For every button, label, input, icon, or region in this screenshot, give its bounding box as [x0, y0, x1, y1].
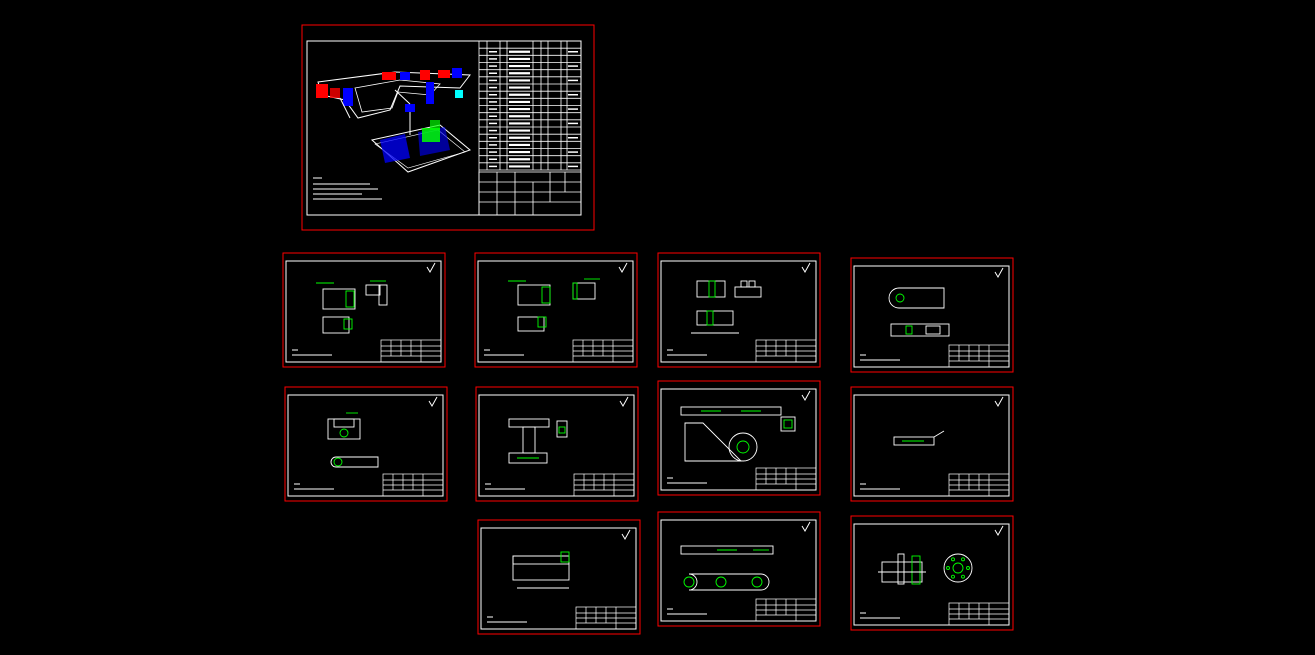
- technical-notes: [484, 349, 524, 356]
- part-geometry: [680, 406, 796, 462]
- sheet-red-frame: [284, 386, 448, 502]
- sheet-red-frame: [475, 386, 639, 502]
- part-geometry: [508, 278, 600, 332]
- surface-finish-symbol: [428, 396, 438, 407]
- sheet-white-border: [480, 527, 637, 630]
- technical-notes: [292, 349, 332, 356]
- part-geometry: [327, 412, 379, 468]
- sheet-white-border: [306, 40, 582, 216]
- surface-finish-symbol: [426, 262, 436, 273]
- sheet-white-border: [287, 394, 444, 497]
- part-sheet-9[interactable]: [477, 519, 641, 635]
- surface-finish-symbol: [618, 262, 628, 273]
- title-block: [573, 473, 635, 497]
- part-geometry: [893, 430, 945, 446]
- sheet-red-frame: [850, 386, 1014, 502]
- part-sheet-4[interactable]: [850, 257, 1014, 373]
- sheet-red-frame: [850, 515, 1014, 631]
- title-block: [948, 473, 1010, 497]
- technical-notes: [667, 349, 707, 356]
- surface-finish-symbol: [994, 396, 1004, 407]
- technical-notes: [667, 477, 707, 484]
- part-sheet-7[interactable]: [657, 380, 821, 496]
- sheet-white-border: [660, 519, 817, 622]
- technical-notes: [487, 616, 527, 623]
- sheet-red-frame: [657, 511, 821, 627]
- title-block: [948, 602, 1010, 626]
- sheet-red-frame: [474, 252, 638, 368]
- title-block: [572, 339, 634, 363]
- part-sheets-group: [282, 252, 1014, 635]
- part-sheet-8[interactable]: [850, 386, 1014, 502]
- title-block: [948, 344, 1010, 368]
- title-block: [575, 606, 637, 630]
- assembly-title-block: [478, 171, 582, 216]
- surface-finish-symbol: [801, 390, 811, 401]
- surface-finish-symbol: [619, 396, 629, 407]
- part-sheet-10[interactable]: [657, 511, 821, 627]
- technical-notes: [294, 483, 334, 490]
- sheet-white-border: [660, 388, 817, 491]
- part-sheet-2[interactable]: [474, 252, 638, 368]
- title-block: [380, 339, 442, 363]
- sheet-white-border: [853, 523, 1010, 626]
- sheet-red-frame: [657, 380, 821, 496]
- part-sheet-6[interactable]: [475, 386, 639, 502]
- technical-notes: [667, 608, 707, 615]
- sheet-white-border: [477, 260, 634, 363]
- sheet-white-border: [660, 260, 817, 363]
- assembly-technical-notes: [313, 177, 382, 200]
- title-block: [382, 473, 444, 497]
- part-geometry: [508, 418, 568, 464]
- part-geometry: [680, 545, 774, 591]
- technical-notes: [485, 483, 525, 490]
- assembly-isometric-view: [316, 68, 471, 173]
- part-geometry: [888, 287, 950, 337]
- sheet-white-border: [285, 260, 442, 363]
- part-geometry: [316, 280, 388, 334]
- sheet-red-frame: [477, 519, 641, 635]
- surface-finish-symbol: [621, 529, 631, 540]
- title-block: [755, 339, 817, 363]
- surface-finish-symbol: [801, 521, 811, 532]
- sheet-white-border: [853, 265, 1010, 368]
- part-sheet-5[interactable]: [284, 386, 448, 502]
- part-geometry: [512, 551, 570, 589]
- part-geometry: [878, 553, 973, 585]
- assembly-drawing-sheet[interactable]: [301, 24, 595, 231]
- sheet-red-frame: [282, 252, 446, 368]
- sheet-red-frame: [301, 24, 595, 231]
- technical-notes: [860, 483, 900, 490]
- part-sheet-3[interactable]: [657, 252, 821, 368]
- title-block: [755, 598, 817, 622]
- part-sheet-1[interactable]: [282, 252, 446, 368]
- surface-finish-symbol: [801, 262, 811, 273]
- surface-finish-symbol: [994, 267, 1004, 278]
- part-sheet-11[interactable]: [850, 515, 1014, 631]
- sheet-red-frame: [657, 252, 821, 368]
- part-geometry: [691, 280, 762, 334]
- technical-notes: [860, 354, 900, 361]
- sheet-red-frame: [850, 257, 1014, 373]
- title-block: [755, 467, 817, 491]
- surface-finish-symbol: [994, 525, 1004, 536]
- sheet-white-border: [478, 394, 635, 497]
- sheet-white-border: [853, 394, 1010, 497]
- technical-notes: [860, 612, 900, 619]
